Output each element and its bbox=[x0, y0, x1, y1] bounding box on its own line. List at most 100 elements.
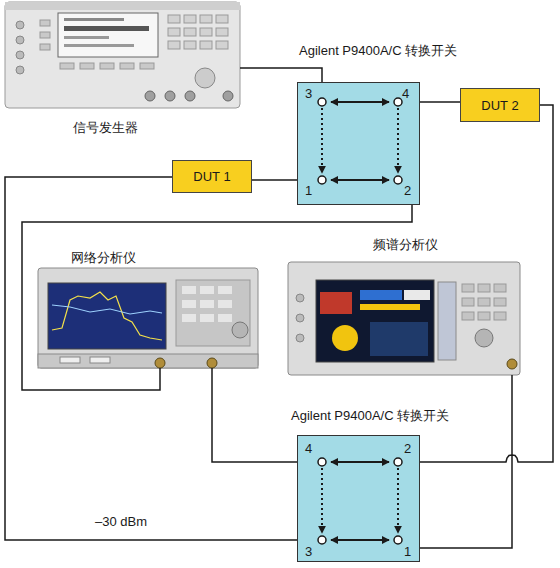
connector bbox=[185, 91, 195, 101]
signal-generator: 信号发生器 bbox=[5, 2, 240, 108]
key bbox=[462, 312, 474, 320]
cable-connector bbox=[420, 101, 460, 103]
port-circle bbox=[318, 98, 326, 106]
key bbox=[218, 300, 232, 308]
instrument-label: 网络分析仪 bbox=[48, 250, 158, 265]
port-number: 2 bbox=[404, 183, 416, 198]
key bbox=[200, 286, 214, 294]
key bbox=[182, 314, 196, 322]
key bbox=[168, 28, 180, 36]
switch-path bbox=[331, 461, 389, 463]
cable-connector bbox=[212, 368, 297, 462]
analyzer-screen bbox=[48, 283, 166, 349]
button bbox=[40, 20, 50, 26]
constellation bbox=[332, 325, 358, 351]
switch-path bbox=[397, 108, 399, 173]
spectrum-analyzer: 频谱分析仪 bbox=[288, 262, 520, 375]
port-number: 3 bbox=[305, 544, 317, 559]
key bbox=[216, 15, 228, 23]
port-circle bbox=[394, 458, 402, 466]
button bbox=[40, 44, 50, 50]
key bbox=[184, 28, 196, 36]
port-connector bbox=[155, 358, 165, 368]
softkey bbox=[140, 63, 154, 69]
switch-box: Agilent P9400A/C 转换开关3412 bbox=[297, 82, 420, 205]
generator-trim bbox=[5, 2, 240, 10]
button bbox=[16, 66, 24, 74]
connector bbox=[145, 91, 155, 101]
instrument-label: 信号发生器 bbox=[55, 120, 155, 135]
display-block bbox=[370, 322, 428, 356]
key bbox=[218, 314, 232, 322]
network-analyzer: 网络分析仪 bbox=[38, 268, 258, 368]
key bbox=[184, 15, 196, 23]
key bbox=[478, 284, 490, 292]
generator-body bbox=[5, 2, 240, 108]
port-circle bbox=[318, 176, 326, 184]
button bbox=[296, 334, 304, 342]
button bbox=[40, 32, 50, 38]
softkey-column bbox=[438, 282, 456, 360]
trace bbox=[52, 292, 162, 340]
port-number: 1 bbox=[305, 183, 317, 198]
port-connector bbox=[507, 359, 517, 369]
analyzer-body bbox=[38, 268, 258, 368]
key bbox=[200, 15, 212, 23]
key bbox=[216, 41, 228, 49]
key bbox=[182, 300, 196, 308]
port-circle bbox=[394, 536, 402, 544]
cable-connector bbox=[22, 205, 412, 390]
screen-line bbox=[64, 36, 109, 39]
screen-line bbox=[64, 26, 149, 31]
cable-connector bbox=[240, 68, 322, 82]
analyzer-body bbox=[288, 262, 520, 375]
key bbox=[200, 314, 214, 322]
port-connector bbox=[207, 358, 217, 368]
trace bbox=[52, 305, 162, 314]
display-block bbox=[320, 292, 352, 314]
key bbox=[184, 41, 196, 49]
key bbox=[478, 312, 490, 320]
key bbox=[168, 15, 180, 23]
port-number: 4 bbox=[305, 441, 317, 456]
port-circle bbox=[394, 176, 402, 184]
signal-level-label: –30 dBm bbox=[95, 514, 147, 529]
port-circle bbox=[394, 98, 402, 106]
key bbox=[494, 312, 506, 320]
knob bbox=[475, 329, 493, 347]
port-circle bbox=[318, 536, 326, 544]
softkey bbox=[60, 63, 74, 69]
key bbox=[494, 298, 506, 306]
generator-screen bbox=[58, 13, 158, 57]
display-block bbox=[360, 304, 420, 310]
switch-path bbox=[321, 468, 323, 533]
screen-line bbox=[64, 18, 124, 21]
switch-path bbox=[331, 539, 389, 541]
knob bbox=[195, 68, 215, 88]
switch-box: Agilent P9400A/C 转换开关4231 bbox=[297, 435, 420, 562]
button bbox=[16, 36, 24, 44]
key bbox=[218, 286, 232, 294]
screen-line bbox=[64, 44, 134, 47]
instrument-label: 频谱分析仪 bbox=[350, 237, 460, 252]
port-circle bbox=[318, 458, 326, 466]
key bbox=[200, 28, 212, 36]
softkey bbox=[120, 63, 134, 69]
key bbox=[462, 284, 474, 292]
button bbox=[16, 51, 24, 59]
key bbox=[182, 286, 196, 294]
cable-connector bbox=[5, 177, 297, 540]
port-number: 2 bbox=[404, 441, 416, 456]
key bbox=[478, 298, 490, 306]
port-number: 4 bbox=[402, 86, 414, 101]
box-label: DUT 2 bbox=[481, 98, 518, 113]
cable-connector bbox=[420, 105, 553, 462]
switch-path bbox=[331, 179, 389, 181]
knob bbox=[232, 322, 248, 338]
button bbox=[16, 21, 24, 29]
